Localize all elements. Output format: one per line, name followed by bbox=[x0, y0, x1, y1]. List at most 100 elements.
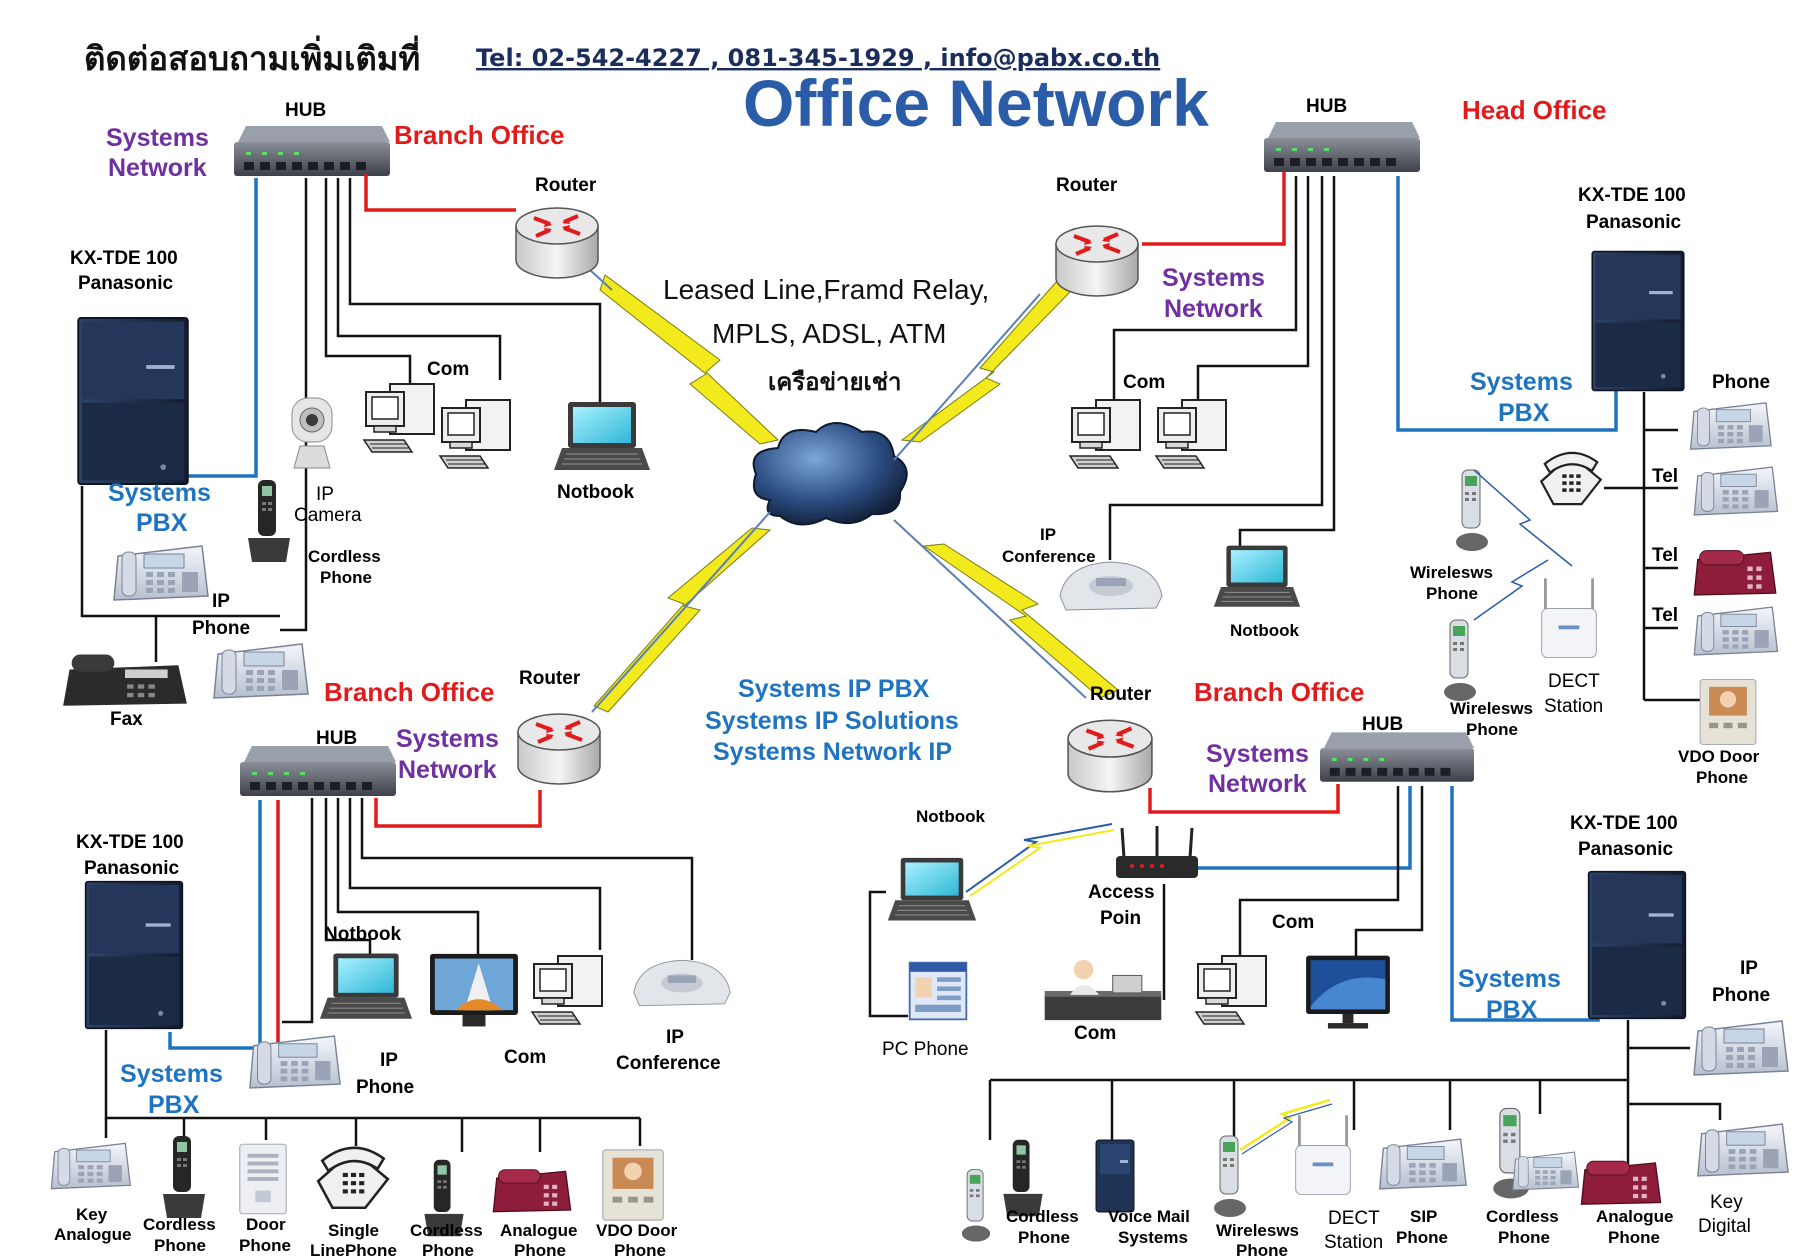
computer-icon bbox=[1155, 399, 1227, 469]
vdo-phone-label: Phone bbox=[614, 1241, 666, 1259]
com-label: Com bbox=[1123, 372, 1165, 393]
desk-phone-icon bbox=[1689, 402, 1772, 450]
contact-info[interactable]: Tel: 02-542-4227 , 081-345-1929 , info@p… bbox=[476, 44, 1160, 72]
red-desk-phone-icon bbox=[1580, 1160, 1662, 1205]
pbx-systems-label: Systems bbox=[1470, 368, 1573, 396]
conference-label: Conference bbox=[1002, 547, 1096, 566]
com-label-2: Com bbox=[1074, 1023, 1116, 1044]
router-icon bbox=[1068, 720, 1152, 792]
page-title: Office Network bbox=[743, 66, 1209, 140]
ip-camera-icon bbox=[291, 397, 333, 469]
hub-label: HUB bbox=[285, 100, 326, 121]
kx-tde-label: KX-TDE 100 bbox=[70, 248, 178, 269]
ip-phone-phone-label: Phone bbox=[356, 1077, 414, 1098]
systems-ip-solutions: Systems IP Solutions bbox=[705, 707, 959, 735]
kx-tde-label: KX-TDE 100 bbox=[1570, 813, 1678, 834]
wan-lines bbox=[589, 269, 1087, 713]
com-label: Com bbox=[504, 1047, 546, 1068]
notbook-label: Notbook bbox=[324, 924, 401, 945]
pc-phone-icon bbox=[908, 961, 968, 1021]
pbx-cabinet-icon bbox=[84, 880, 184, 1030]
tv-icon bbox=[430, 953, 518, 1027]
branch-office-top-left: HUB Systems Network Branch Office Router… bbox=[63, 100, 651, 730]
contact-thai: ติดต่อสอบถามเพิ่มเติมที่ bbox=[84, 35, 420, 78]
vdo-door-icon bbox=[602, 1149, 664, 1221]
systems-ip-pbx: Systems IP PBX bbox=[738, 675, 930, 703]
pbx-systems-label: Systems bbox=[120, 1060, 223, 1088]
cordless-phone-label: Phone bbox=[1018, 1228, 1070, 1247]
notbook-label: Notbook bbox=[557, 482, 634, 503]
desk-phone-icon bbox=[113, 545, 209, 601]
tel-label-3: Tel bbox=[1652, 605, 1678, 626]
analogue-label: Analogue bbox=[1596, 1207, 1673, 1226]
pbx-cabinet-icon bbox=[77, 316, 189, 486]
lightning-icon bbox=[593, 274, 1119, 713]
wan-label-line2: MPLS, ADSL, ATM bbox=[712, 318, 946, 349]
panasonic-label: Panasonic bbox=[84, 858, 179, 879]
hub-icon bbox=[240, 746, 396, 796]
wirelesws-label: Wirelesws bbox=[1410, 563, 1493, 582]
voice-mail-label: Voice Mail bbox=[1108, 1207, 1190, 1226]
cloud-icon bbox=[752, 422, 908, 526]
old-phone-icon bbox=[1540, 451, 1602, 506]
router-icon bbox=[514, 206, 600, 280]
pbx-label: PBX bbox=[1486, 996, 1538, 1024]
analogue-label: Analogue bbox=[54, 1225, 131, 1244]
sip-phone-icon bbox=[1378, 1138, 1467, 1190]
monitor-icon bbox=[1306, 955, 1390, 1029]
dect-station-icon bbox=[1293, 1113, 1353, 1197]
computer-icon bbox=[1069, 399, 1141, 469]
ip-phone-ip-label: IP bbox=[212, 591, 230, 612]
branch-office-label: Branch Office bbox=[1194, 677, 1365, 707]
cordless-label: Cordless bbox=[1006, 1207, 1079, 1226]
desk-phone-icon bbox=[1697, 1123, 1789, 1177]
station-label: Station bbox=[1324, 1232, 1383, 1253]
desk-phone-icon bbox=[213, 643, 309, 699]
panasonic-label: Panasonic bbox=[1586, 212, 1681, 233]
door-label: Door bbox=[246, 1215, 286, 1234]
cordless-phone-icon bbox=[1003, 1139, 1043, 1217]
hub-icon bbox=[1319, 732, 1475, 782]
network-label: Network bbox=[108, 154, 207, 182]
phone-label: Phone bbox=[1712, 372, 1770, 393]
systems-label: Systems bbox=[1206, 740, 1309, 768]
kx-tde-label: KX-TDE 100 bbox=[1578, 185, 1686, 206]
analogue-label-2: Analogue bbox=[500, 1221, 577, 1240]
receptionist-icon bbox=[1044, 959, 1162, 1021]
cordless-label-2: Cordless bbox=[1486, 1207, 1559, 1226]
tel-label-2: Tel bbox=[1652, 545, 1678, 566]
systems-label: Systems bbox=[106, 124, 209, 152]
notbook-label: Notbook bbox=[916, 807, 985, 826]
cordless-label: Cordless bbox=[308, 547, 381, 566]
sip-label: SIP bbox=[1410, 1207, 1437, 1226]
poin-label: Poin bbox=[1100, 908, 1141, 929]
branch-office-label: Branch Office bbox=[394, 120, 565, 150]
laptop-icon bbox=[553, 401, 651, 471]
wireless-phone-icon bbox=[1455, 469, 1489, 552]
pbx-systems-label: Systems bbox=[1458, 965, 1561, 993]
pbx-label: PBX bbox=[136, 509, 188, 537]
router-icon bbox=[516, 712, 602, 786]
head-office-top-right: HUB Head Office Router Systems Network C… bbox=[1002, 95, 1779, 787]
red-desk-phone-icon bbox=[492, 1169, 572, 1213]
pbx-systems-label: Systems bbox=[108, 479, 211, 507]
conference-phone-icon bbox=[633, 959, 731, 1007]
cordless-phone-label-2: Phone bbox=[422, 1241, 474, 1259]
laptop-icon bbox=[887, 857, 977, 922]
ip-label: IP bbox=[316, 484, 334, 505]
router-icon bbox=[1054, 224, 1140, 298]
line-phone-label: LinePhone bbox=[310, 1241, 397, 1259]
hub-label: HUB bbox=[1306, 96, 1347, 117]
cordless-phone-icon bbox=[961, 1169, 991, 1243]
com-label: Com bbox=[427, 359, 469, 380]
branch-office-bottom-right: Router Branch Office HUB Systems Network… bbox=[868, 677, 1789, 1259]
wirelesws-label-2: Wirelesws bbox=[1450, 699, 1533, 718]
desk-phone-icon bbox=[50, 1142, 132, 1190]
cordless-phone-label-2: Phone bbox=[1498, 1228, 1550, 1247]
door-phone-icon bbox=[239, 1143, 287, 1215]
fax-label: Fax bbox=[110, 709, 143, 730]
laptop-icon bbox=[1213, 545, 1301, 608]
desk-phone-icon bbox=[1693, 466, 1779, 516]
dect-label: DECT bbox=[1548, 671, 1600, 692]
